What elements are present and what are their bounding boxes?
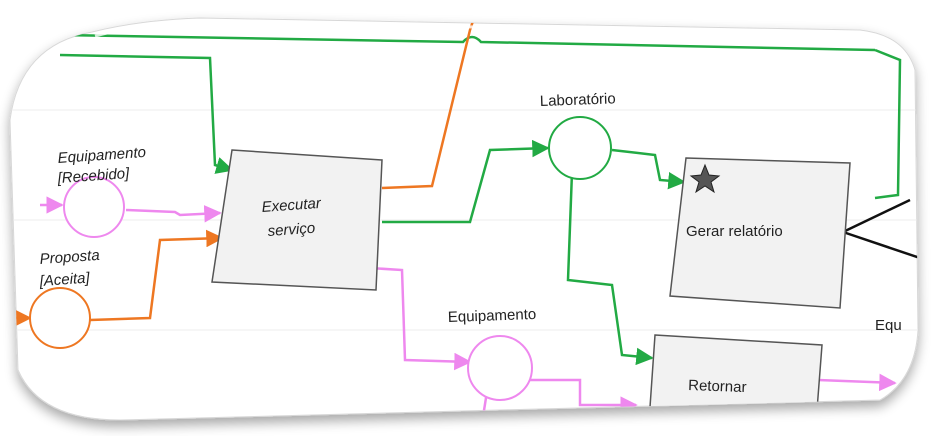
- green-edge-lab-to-report: [611, 148, 686, 190]
- pink-edge-equip-to-return: [530, 378, 638, 414]
- orange-edge-proposta-to-exec: [89, 229, 224, 322]
- green-edge-exec-to-lab: [382, 139, 550, 224]
- label-laboratorio: Laboratório: [540, 90, 616, 110]
- place-equipamento[interactable]: [467, 335, 533, 401]
- label-proposta-2: [Aceita]: [38, 269, 91, 290]
- pink-edge-equip-to-exec: [125, 205, 222, 223]
- green-edges: [59, 33, 902, 366]
- hatch-marks: [664, 410, 785, 420]
- pink-edge-return-out: [817, 373, 897, 392]
- label-edge-right: Equ: [875, 317, 902, 334]
- card-gloss: [94, 20, 861, 38]
- label-equipamento-recebido-1: Equipamento: [57, 144, 146, 167]
- place-equipamento-recebido[interactable]: [63, 176, 125, 238]
- label-executar: Executar: [261, 195, 322, 216]
- pink-edge-exec-to-equip: [369, 266, 472, 371]
- label-servico: serviço: [267, 220, 316, 240]
- label-equipamento: Equipamento: [448, 306, 537, 326]
- output-wedge: [842, 198, 918, 260]
- label-gerar-relatorio: Gerar relatório: [686, 223, 783, 240]
- green-edge-left-to-exec: [59, 53, 234, 174]
- label-retornar: Retornar: [688, 377, 747, 396]
- green-edge-lab-to-return: [566, 171, 654, 366]
- green-edge-top-loop: [59, 33, 876, 52]
- label-proposta-1: Proposta: [39, 247, 100, 268]
- green-edge-loop-right: [874, 48, 902, 200]
- place-laboratorio[interactable]: [548, 116, 612, 180]
- diagram-card: [9, 17, 919, 421]
- transition-gerar-relatorio[interactable]: [669, 157, 851, 309]
- transition-executar-servico[interactable]: [211, 149, 383, 291]
- star-icon: [689, 163, 721, 194]
- label-equipamento-recebido-2: [Recebido]: [56, 165, 131, 187]
- orange-edge-exec-up: [381, 18, 482, 190]
- place-proposta-aceita[interactable]: [29, 287, 91, 349]
